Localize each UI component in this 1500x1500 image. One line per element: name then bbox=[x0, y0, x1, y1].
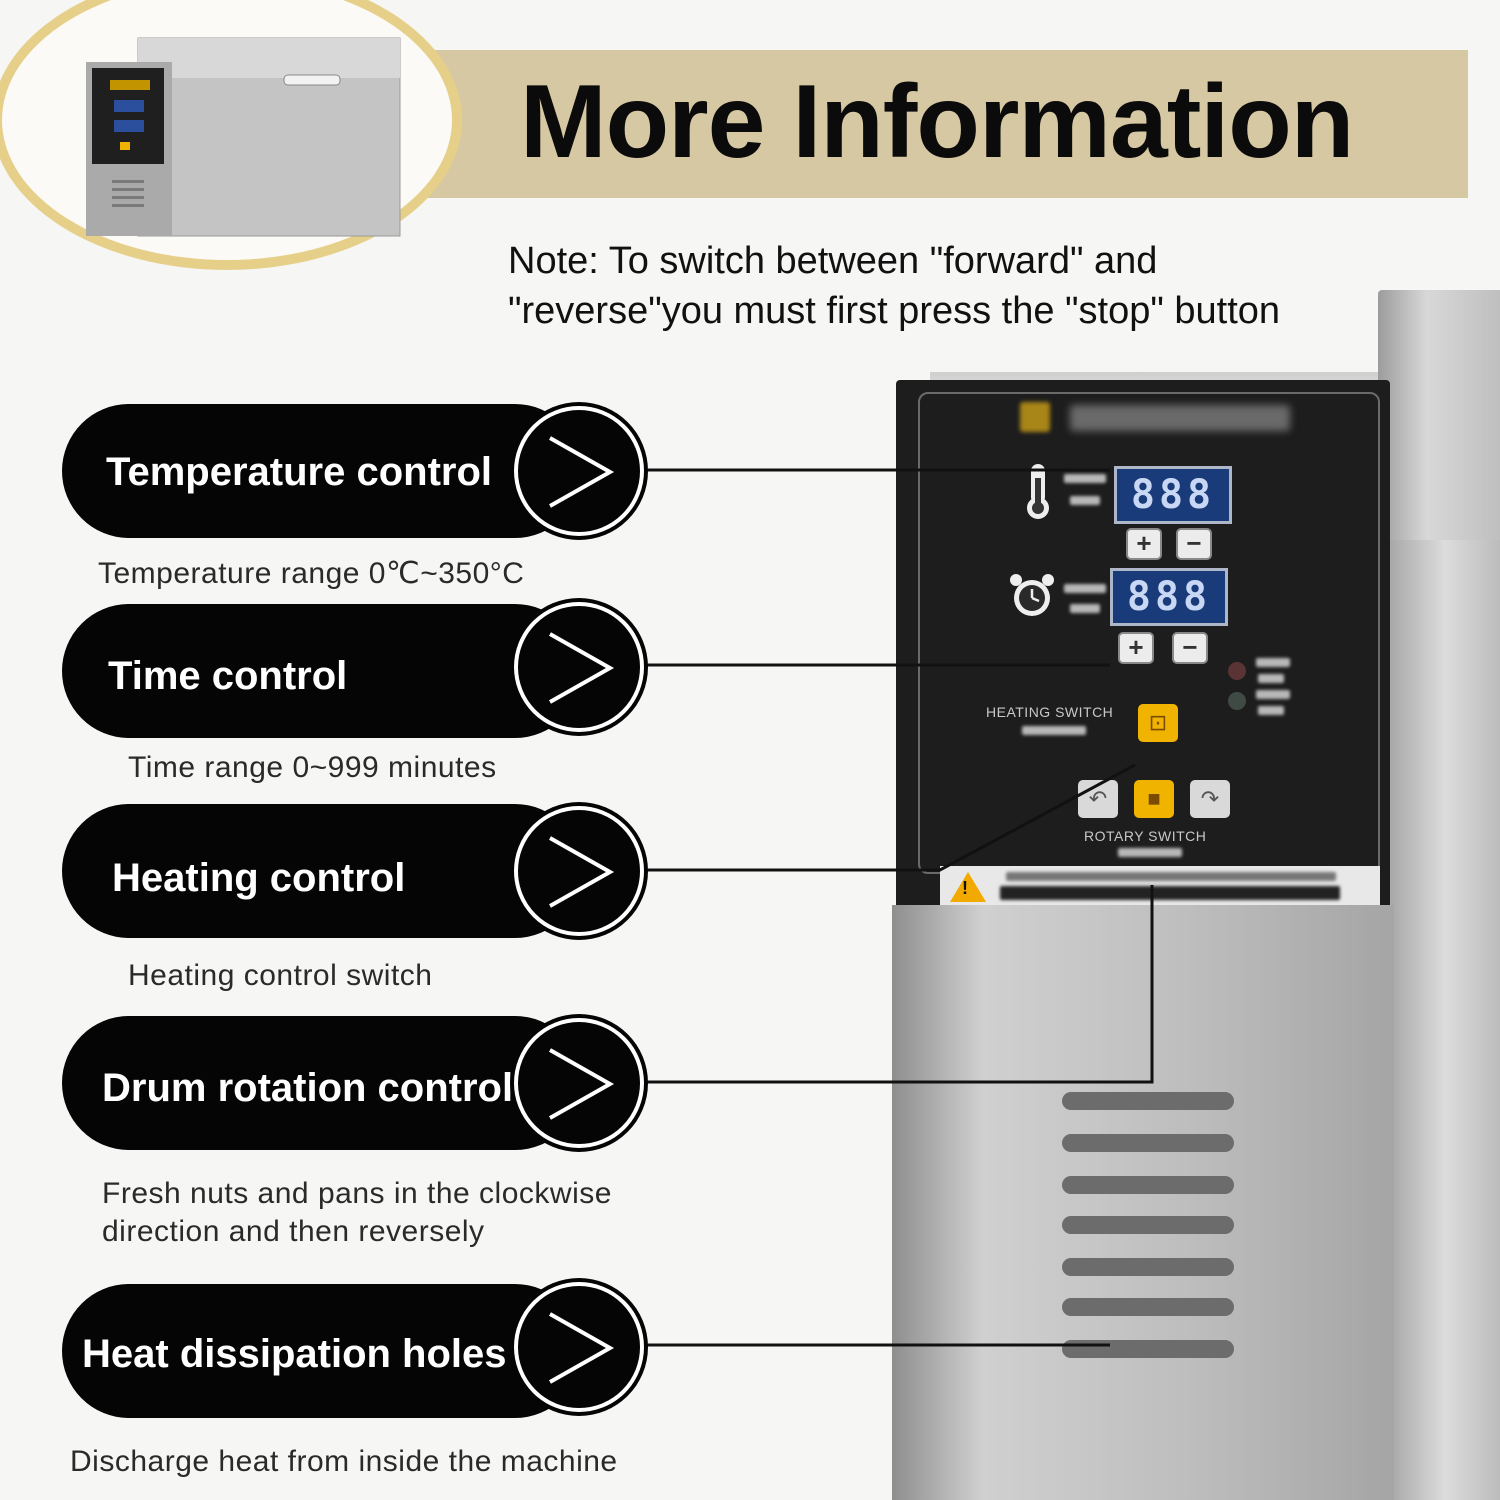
leader-drum bbox=[640, 885, 1154, 1084]
feature-label-drum: Drum rotation control bbox=[102, 1066, 514, 1110]
work-indicator-led bbox=[1228, 662, 1246, 680]
product-thumbnail bbox=[0, 0, 462, 270]
time-label-cn bbox=[1070, 604, 1100, 613]
leader-heating bbox=[640, 763, 1136, 872]
temperature-plus-button[interactable]: + bbox=[1126, 528, 1162, 560]
note-text: Note: To switch between "forward" and "r… bbox=[508, 236, 1408, 336]
alarm-clock-icon bbox=[1010, 574, 1054, 616]
time-label-en bbox=[1064, 584, 1106, 593]
led-label-3 bbox=[1256, 690, 1290, 699]
vent-slot bbox=[1062, 1092, 1234, 1110]
chevron-right-icon bbox=[514, 806, 644, 936]
feature-pill-heat-holes bbox=[62, 1284, 582, 1418]
heating-switch-cn-label bbox=[1022, 726, 1086, 735]
machine-body bbox=[892, 905, 1394, 1500]
feature-desc-time: Time range 0~999 minutes bbox=[128, 751, 497, 784]
feature-pill-drum bbox=[62, 1016, 582, 1150]
feature-desc-heating: Heating control switch bbox=[128, 959, 433, 992]
machine-side bbox=[1390, 540, 1500, 1500]
heating-switch-label: HEATING SWITCH bbox=[986, 704, 1114, 720]
temp-label-en bbox=[1064, 474, 1106, 483]
time-plus-button[interactable]: + bbox=[1118, 632, 1154, 664]
stop-indicator-led bbox=[1228, 692, 1246, 710]
feature-pill-temperature bbox=[62, 404, 582, 538]
led-label-2 bbox=[1258, 674, 1284, 683]
blurred-brand-name bbox=[1070, 405, 1290, 431]
vent-slot bbox=[1062, 1216, 1234, 1234]
feature-label-heat-holes: Heat dissipation holes bbox=[82, 1332, 507, 1376]
warning-text bbox=[1000, 886, 1340, 900]
feature-label-temperature: Temperature control bbox=[106, 450, 492, 494]
rotary-switch-label: ROTARY SWITCH bbox=[1084, 828, 1207, 844]
chevron-right-icon bbox=[514, 406, 644, 536]
temp-label-cn bbox=[1070, 496, 1100, 505]
rotary-forward-button[interactable]: ↷ bbox=[1190, 780, 1230, 818]
led-label-4 bbox=[1258, 706, 1284, 715]
vent-slot bbox=[1062, 1176, 1234, 1194]
brand-logo bbox=[1020, 402, 1050, 432]
feature-desc-drum-line-1: Fresh nuts and pans in the clockwise bbox=[102, 1177, 612, 1210]
time-minus-button[interactable]: − bbox=[1172, 632, 1208, 664]
vent-slot bbox=[1062, 1258, 1234, 1276]
note-line-2: "reverse"you must first press the "stop"… bbox=[508, 290, 1281, 332]
feature-label-time: Time control bbox=[108, 654, 348, 698]
feature-pill-heating bbox=[62, 804, 582, 938]
page-title: More Information bbox=[520, 64, 1354, 180]
title-banner bbox=[360, 50, 1468, 198]
feature-pill-time bbox=[62, 604, 582, 738]
feature-desc-temperature: Temperature range 0℃~350°C bbox=[98, 557, 525, 590]
rotary-switch-cn-label bbox=[1118, 848, 1182, 857]
vent-slot bbox=[1062, 1134, 1234, 1152]
chevron-right-icon bbox=[514, 1018, 644, 1148]
note-line-1: Note: To switch between "forward" and bbox=[508, 240, 1158, 282]
thermometer-icon bbox=[1027, 464, 1049, 519]
feature-label-heating: Heating control bbox=[112, 856, 406, 900]
machine-lid bbox=[1378, 290, 1500, 540]
feature-desc-heat-holes: Discharge heat from inside the machine bbox=[70, 1445, 618, 1478]
rotary-stop-button[interactable]: ■ bbox=[1134, 780, 1174, 818]
warning-icon bbox=[950, 872, 986, 902]
warning-icon-mark: ! bbox=[962, 878, 968, 898]
temperature-minus-button[interactable]: − bbox=[1176, 528, 1212, 560]
chevron-right-icon bbox=[514, 1282, 644, 1412]
chevron-right-icon bbox=[514, 602, 644, 732]
heating-switch-button[interactable]: ⊡ bbox=[1138, 704, 1178, 742]
led-label-1 bbox=[1256, 658, 1290, 667]
warning-text-small bbox=[1006, 872, 1336, 881]
time-display: 888 bbox=[1110, 568, 1228, 626]
feature-desc-drum-line-2: direction and then reversely bbox=[102, 1215, 485, 1248]
thumbnail-machine-image bbox=[86, 37, 401, 237]
temperature-display: 888 bbox=[1114, 466, 1232, 524]
vent-slot bbox=[1062, 1298, 1234, 1316]
